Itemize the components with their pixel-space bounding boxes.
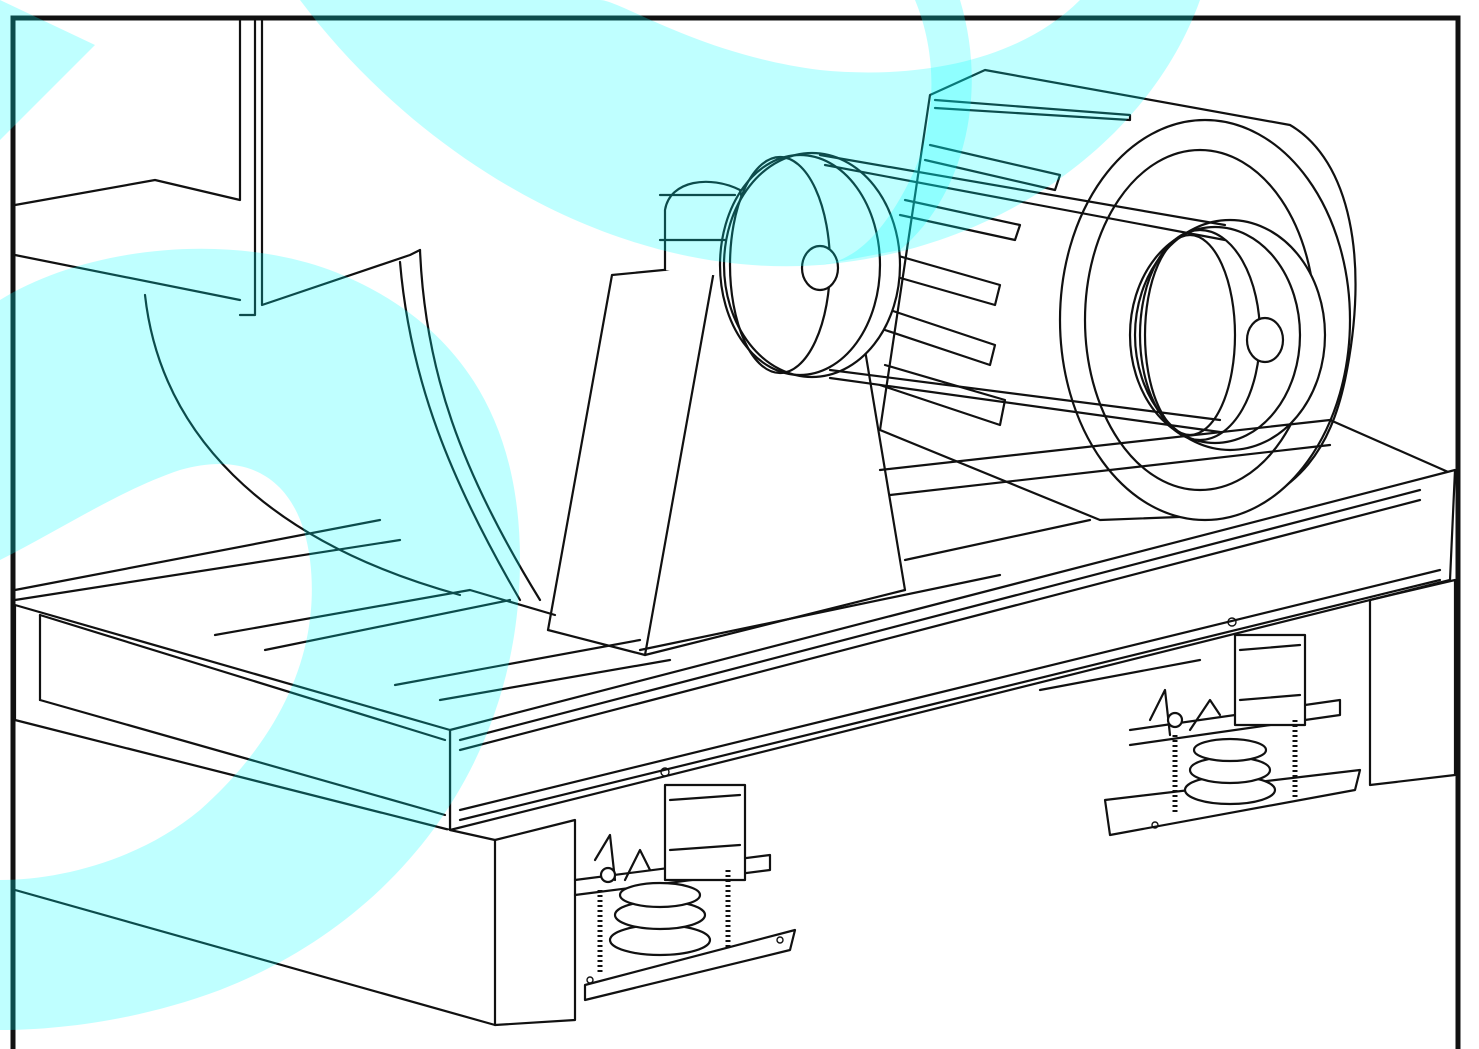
- drive-belt: [818, 153, 1227, 434]
- base-frame: [13, 418, 1457, 1027]
- motor: [878, 68, 1357, 522]
- watermark-arc-left-upper: [0, 0, 95, 140]
- fan-housing: [13, 18, 542, 602]
- watermark-arc-top-right: [820, 0, 972, 265]
- fan-pulley: [718, 151, 902, 379]
- watermark-overlay: [0, 0, 1200, 1031]
- drawing-border: [10, 15, 1461, 1049]
- motor-cooling-fins: [878, 98, 1132, 427]
- vibration-isolator-front: [573, 767, 797, 1002]
- watermark-ring-left: [0, 248, 520, 1031]
- watermark-arc-top: [300, 0, 1200, 267]
- motor-pulley: [1128, 218, 1327, 452]
- vibration-isolator-rear: [1103, 617, 1362, 837]
